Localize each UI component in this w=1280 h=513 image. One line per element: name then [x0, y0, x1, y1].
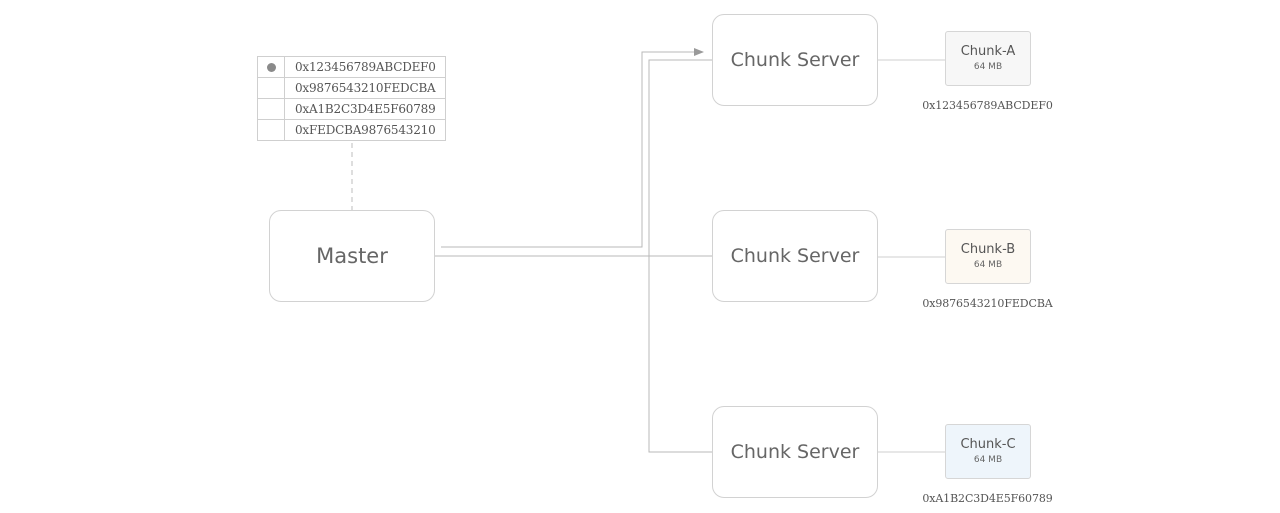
chunk-server-node-2: Chunk Server	[712, 210, 878, 302]
chunk-size: 64 MB	[973, 259, 1003, 270]
chunk-size: 64 MB	[973, 61, 1003, 72]
chunk-name: Chunk-C	[960, 436, 1016, 452]
table-row: 0x9876543210FEDCBA	[257, 77, 446, 98]
chunk-handle-table: 0x123456789ABCDEF0 0x9876543210FEDCBA 0x…	[257, 56, 446, 141]
selected-dot-icon	[266, 62, 276, 72]
branch-to-server-1	[648, 59, 712, 256]
chunk-server-node-3: Chunk Server	[712, 406, 878, 498]
chunk-a-box: Chunk-A 64 MB	[945, 31, 1031, 86]
chunk-handle-cell: 0x9876543210FEDCBA	[295, 81, 436, 95]
chunk-handle-cell: 0xA1B2C3D4E5F60789	[295, 102, 436, 116]
chunk-a-handle: 0x123456789ABCDEF0	[922, 99, 1053, 112]
row-marker-cell	[258, 120, 285, 140]
master-node: Master	[269, 210, 435, 302]
table-row: 0xFEDCBA9876543210	[257, 119, 446, 141]
chunk-c-handle: 0xA1B2C3D4E5F60789	[922, 492, 1053, 505]
chunk-handle-cell: 0x123456789ABCDEF0	[295, 60, 436, 74]
chunk-handle-cell: 0xFEDCBA9876543210	[295, 123, 436, 137]
table-row: 0x123456789ABCDEF0	[257, 56, 446, 77]
chunk-server-node-1: Chunk Server	[712, 14, 878, 106]
row-marker-cell	[258, 57, 285, 77]
chunk-name: Chunk-A	[960, 43, 1016, 59]
chunk-name: Chunk-B	[960, 241, 1016, 257]
branch-to-server-3	[648, 256, 712, 453]
chunk-b-handle: 0x9876543210FEDCBA	[922, 297, 1053, 310]
request-arrow	[441, 48, 704, 248]
chunk-b-box: Chunk-B 64 MB	[945, 229, 1031, 284]
row-marker-cell	[258, 99, 285, 119]
row-marker-cell	[258, 78, 285, 98]
table-row: 0xA1B2C3D4E5F60789	[257, 98, 446, 119]
chunk-size: 64 MB	[973, 454, 1003, 465]
chunk-c-box: Chunk-C 64 MB	[945, 424, 1031, 479]
